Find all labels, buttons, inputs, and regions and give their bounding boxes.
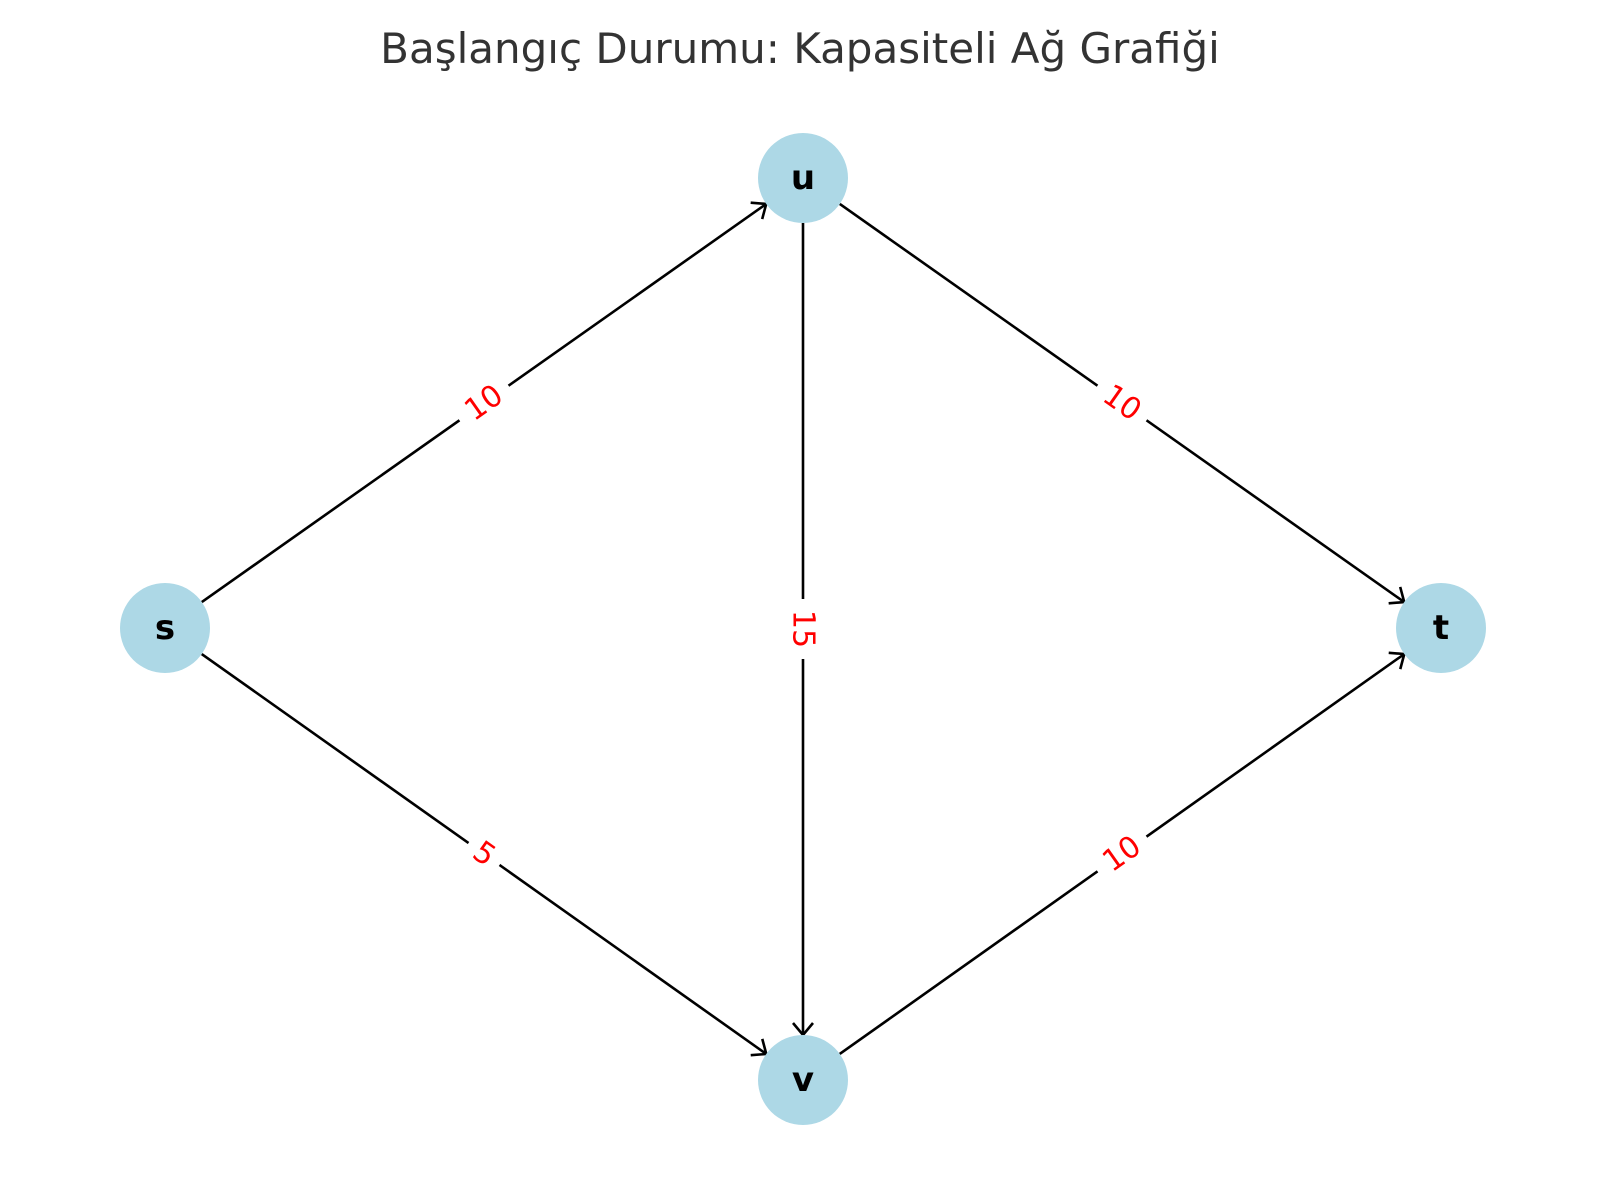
edge-label-background xyxy=(447,369,521,437)
edge-label-s-u: 10 xyxy=(447,369,521,437)
node-circle xyxy=(120,583,210,673)
edge-label-background xyxy=(1085,820,1159,888)
edge-label-u-t: 10 xyxy=(1085,369,1159,437)
node-s: s xyxy=(120,583,210,673)
arrowhead-v-t xyxy=(1388,651,1406,670)
diagram-title: Başlangıç Durumu: Kapasiteli Ağ Grafiği xyxy=(380,24,1220,73)
node-circle xyxy=(758,133,848,223)
node-circle xyxy=(758,1035,848,1125)
node-label: s xyxy=(155,608,175,648)
edge-label-u-v: 15 xyxy=(783,599,823,659)
edge-label-s-v: 5 xyxy=(456,826,512,882)
node-circle xyxy=(1396,583,1486,673)
edge-label-background xyxy=(783,599,823,659)
edge-capacity-label: 15 xyxy=(786,610,821,648)
node-label: u xyxy=(791,158,815,198)
edge-label-background xyxy=(456,826,512,882)
edge-label-background xyxy=(1085,369,1159,437)
node-t: t xyxy=(1396,583,1486,673)
edge-label-v-t: 10 xyxy=(1085,820,1159,888)
node-v: v xyxy=(758,1035,848,1125)
arrowhead-u-t xyxy=(1388,586,1406,605)
node-label: t xyxy=(1433,608,1449,648)
nodes-layer: s u v t xyxy=(120,133,1486,1125)
node-label: v xyxy=(792,1060,814,1100)
node-u: u xyxy=(758,133,848,223)
